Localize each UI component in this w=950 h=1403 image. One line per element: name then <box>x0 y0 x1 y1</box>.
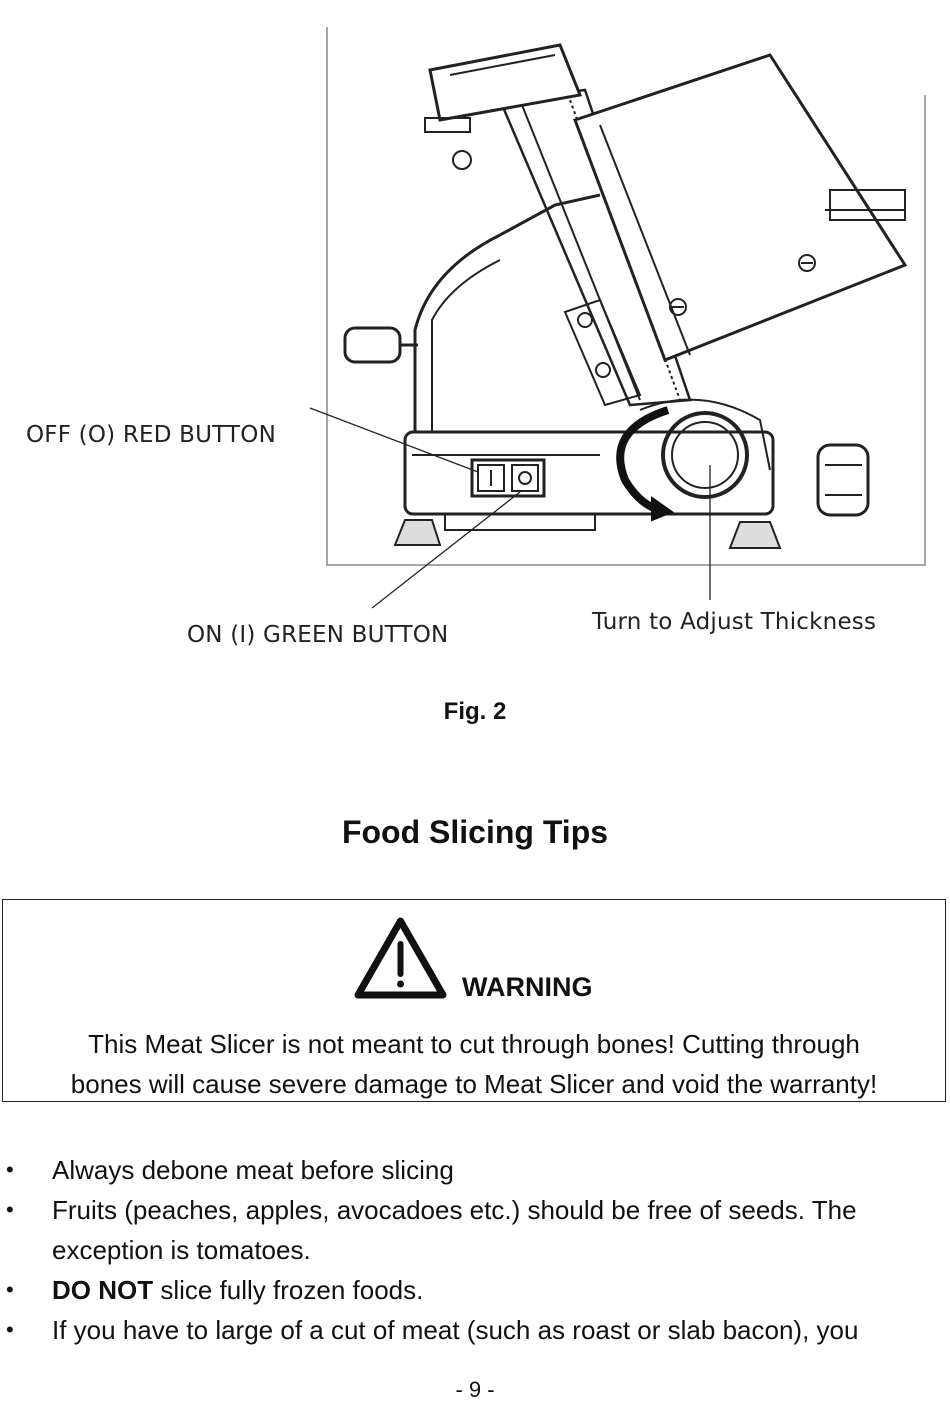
tip-text: If you have to large of a cut of meat (s… <box>52 1315 859 1345</box>
meat-slicer-illustration <box>309 27 926 609</box>
bullet-icon: • <box>6 1277 14 1302</box>
off-button-callout: OFF (O) RED BUTTON <box>26 422 276 448</box>
warning-line: bones will cause severe damage to Meat S… <box>70 1069 878 1099</box>
page-number: - 9 - <box>455 1377 495 1402</box>
warning-text: This Meat Slicer is not meant to cut thr… <box>3 1024 945 1104</box>
thickness-callout: Turn to Adjust Thickness <box>592 609 877 635</box>
tip-item: • DO NOT slice fully frozen foods. <box>0 1270 950 1310</box>
warning-triangle-icon <box>354 917 447 999</box>
bullet-icon: • <box>6 1197 14 1222</box>
tips-list: • Always debone meat before slicing • Fr… <box>0 1150 950 1350</box>
section-title: Food Slicing Tips <box>341 814 609 850</box>
warning-line: This Meat Slicer is not meant to cut thr… <box>88 1029 860 1059</box>
bullet-icon: • <box>6 1317 14 1342</box>
tip-item: • Always debone meat before slicing <box>0 1150 950 1190</box>
tip-text: Fruits (peaches, apples, avocadoes etc.)… <box>52 1195 857 1265</box>
tip-text: Always debone meat before slicing <box>52 1155 454 1185</box>
meat-slicer-figure: OFF (O) RED BUTTON ON (I) GREEN BUTTON T… <box>0 0 950 680</box>
warning-box: WARNING This Meat Slicer is not meant to… <box>2 899 946 1102</box>
on-button-callout: ON (I) GREEN BUTTON <box>187 622 449 648</box>
bullet-icon: • <box>6 1157 14 1182</box>
warning-label: WARNING <box>462 972 593 1002</box>
tip-item: • If you have to large of a cut of meat … <box>0 1310 950 1350</box>
figure-caption: Fig. 2 <box>443 698 507 725</box>
tip-emphasis: DO NOT <box>52 1275 154 1305</box>
tip-item: • Fruits (peaches, apples, avocadoes etc… <box>0 1190 950 1270</box>
tip-text: slice fully frozen foods. <box>153 1275 424 1305</box>
